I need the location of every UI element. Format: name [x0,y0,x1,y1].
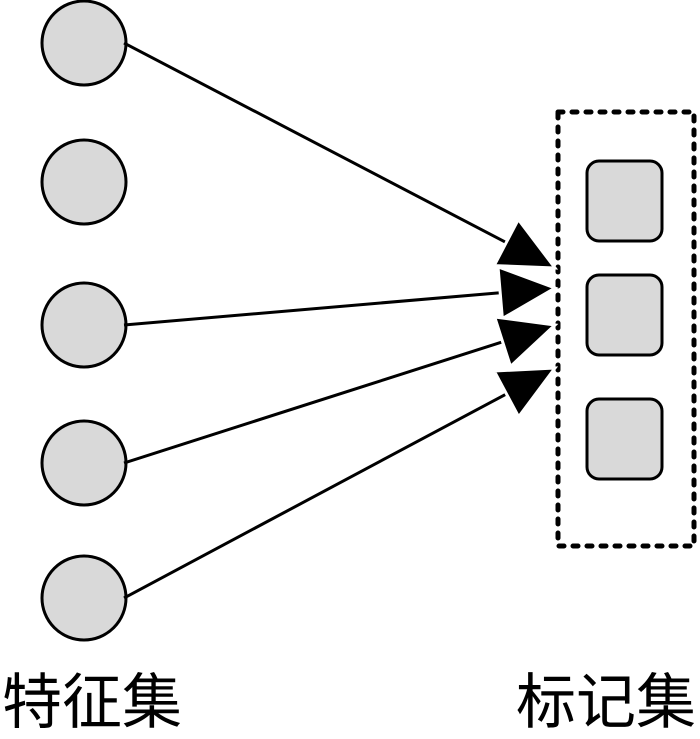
label-set-box [555,109,697,549]
arrowhead-f1 [491,216,559,270]
feature-node-4 [40,419,128,507]
label-node-2 [585,273,664,357]
edge-f1 [123,41,507,244]
feature-node-5 [40,554,128,642]
edge-f4 [123,340,504,465]
label-set-caption: 标记集 [516,668,696,738]
label-node-3 [585,397,664,481]
arrowhead-f3 [496,264,559,322]
arrowhead-f5 [491,366,559,420]
feature-node-3 [40,281,128,369]
feature-set-caption: 特征集 [2,668,182,738]
arrowhead-f4 [492,315,559,370]
label-node-1 [585,159,664,243]
edge-f5 [123,392,508,600]
feature-node-1 [40,0,128,87]
edge-f3 [123,291,501,327]
feature-node-2 [40,138,128,226]
